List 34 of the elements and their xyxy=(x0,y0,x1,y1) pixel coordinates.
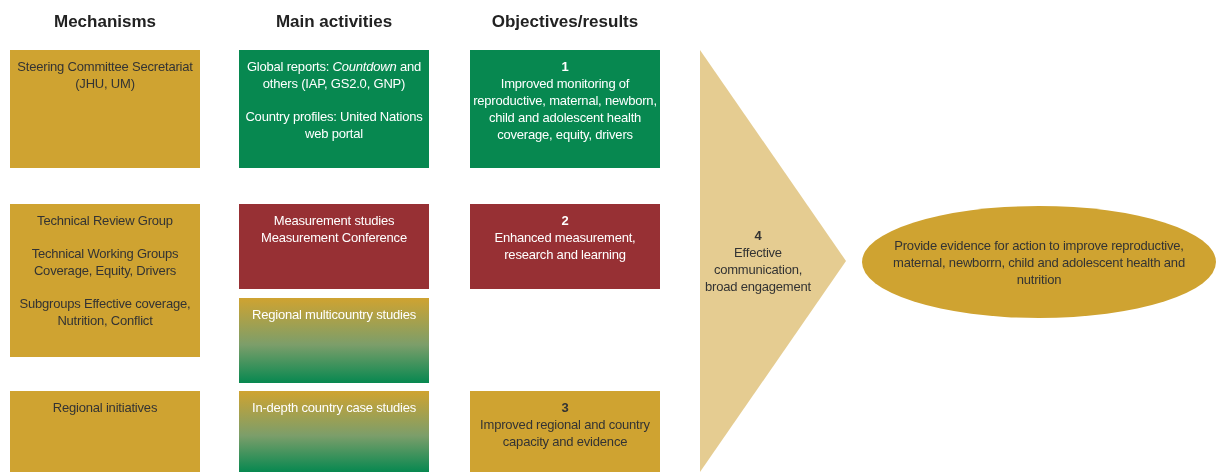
activity-box xyxy=(239,50,429,168)
node-text: Provide evidence for action to improve reproductive, maternal, newborrn, child and adolescent health and nutrition xyxy=(892,236,1186,288)
activity-box xyxy=(239,298,429,383)
objective-box xyxy=(470,50,660,168)
node-text: Regional initiatives xyxy=(52,399,158,416)
activity-box xyxy=(239,391,429,472)
objective-number: 1 xyxy=(561,58,569,75)
objective-box xyxy=(470,391,660,472)
objective-number: 3 xyxy=(561,399,569,416)
mechanism-box xyxy=(10,204,200,357)
node-text: Measurement studies Measurement Conference xyxy=(260,212,408,246)
node-text: Regional multicountry studies xyxy=(252,306,416,323)
node-text: Enhanced measurement, research and learning xyxy=(493,229,637,263)
objective-box xyxy=(470,204,660,289)
node-text: Country profiles: United Nations web portal xyxy=(244,108,424,142)
column-heading: Main activities xyxy=(274,12,394,32)
column-heading: Mechanisms xyxy=(52,12,157,32)
chevron-panel xyxy=(700,50,846,472)
node-text: Technical Working Groups Coverage, Equity, Drivers xyxy=(30,245,180,279)
node-text: Global reports: Countdown and others (IAP, GS2.0, GNP) xyxy=(245,58,423,92)
node-text: Subgroups Effective coverage, Nutrition, Conflict xyxy=(18,295,192,329)
mechanism-box xyxy=(10,50,200,168)
objective-number: 2 xyxy=(561,212,569,229)
node-text: Steering Committee Secretariat (JHU, UM) xyxy=(16,58,194,92)
node-text: Improved monitoring of reproductive, maternal, newborn, child and adolescent health coverage, equity, drivers xyxy=(472,75,658,143)
activity-box xyxy=(239,204,429,289)
node-text: Technical Review Group xyxy=(37,212,173,229)
mechanism-box xyxy=(10,391,200,472)
node-text: Effective communication, broad engagement xyxy=(704,244,812,295)
objective-number: 4 xyxy=(754,227,762,244)
goal-ellipse xyxy=(862,206,1216,318)
node-text: Improved regional and country capacity and evidence xyxy=(479,416,651,450)
column-heading: Objectives/results xyxy=(490,12,640,32)
node-text: In-depth country case studies xyxy=(252,399,416,416)
